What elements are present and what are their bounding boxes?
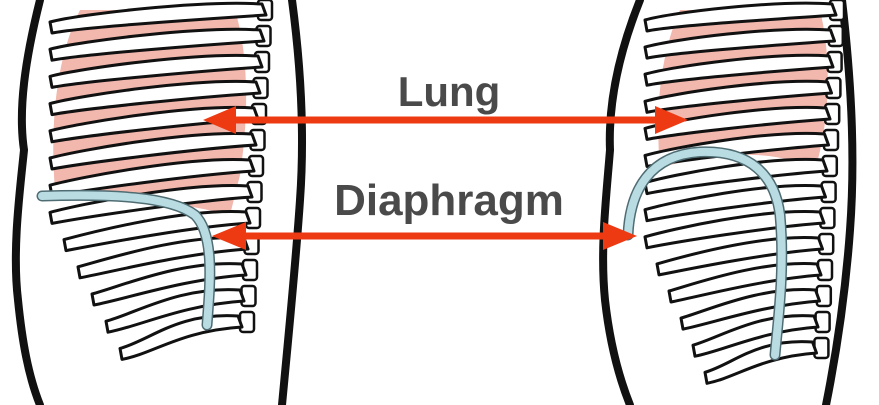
vertebra — [240, 312, 254, 332]
diaphragm-label: Diaphragm — [334, 176, 564, 225]
lung-label: Lung — [398, 68, 501, 115]
left-front-outline — [282, 0, 302, 405]
vertebra — [814, 338, 828, 358]
left-back-outline — [16, 0, 40, 405]
right-torso — [603, 0, 852, 405]
left-torso — [16, 0, 302, 405]
diaphragm-arrow — [212, 222, 637, 250]
